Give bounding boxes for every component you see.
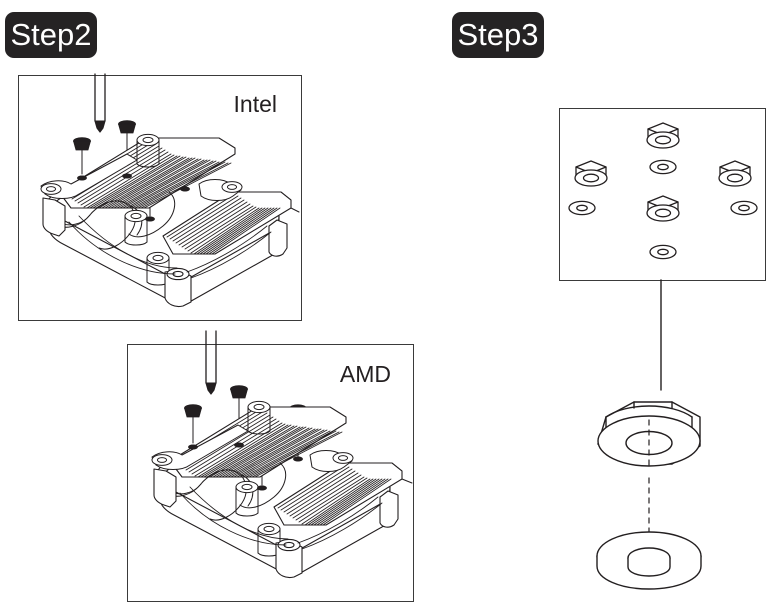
panel-label-intel: Intel — [233, 91, 277, 117]
heatsink-fan-assembly-icon — [128, 330, 415, 603]
panel-intel: Intel — [18, 73, 303, 322]
heatsink-fan-assembly-icon — [19, 73, 303, 322]
panel-amd: AMD — [127, 330, 415, 603]
step-badge-step2: Step2 — [5, 12, 97, 58]
backplate-nuts-washers-icon — [560, 109, 767, 282]
hex-nut-and-washer-detail-icon — [560, 278, 779, 595]
panel-backplate-hardware — [559, 108, 766, 281]
panel-label-amd: AMD — [339, 361, 391, 387]
step-badge-step3: Step3 — [452, 12, 544, 58]
